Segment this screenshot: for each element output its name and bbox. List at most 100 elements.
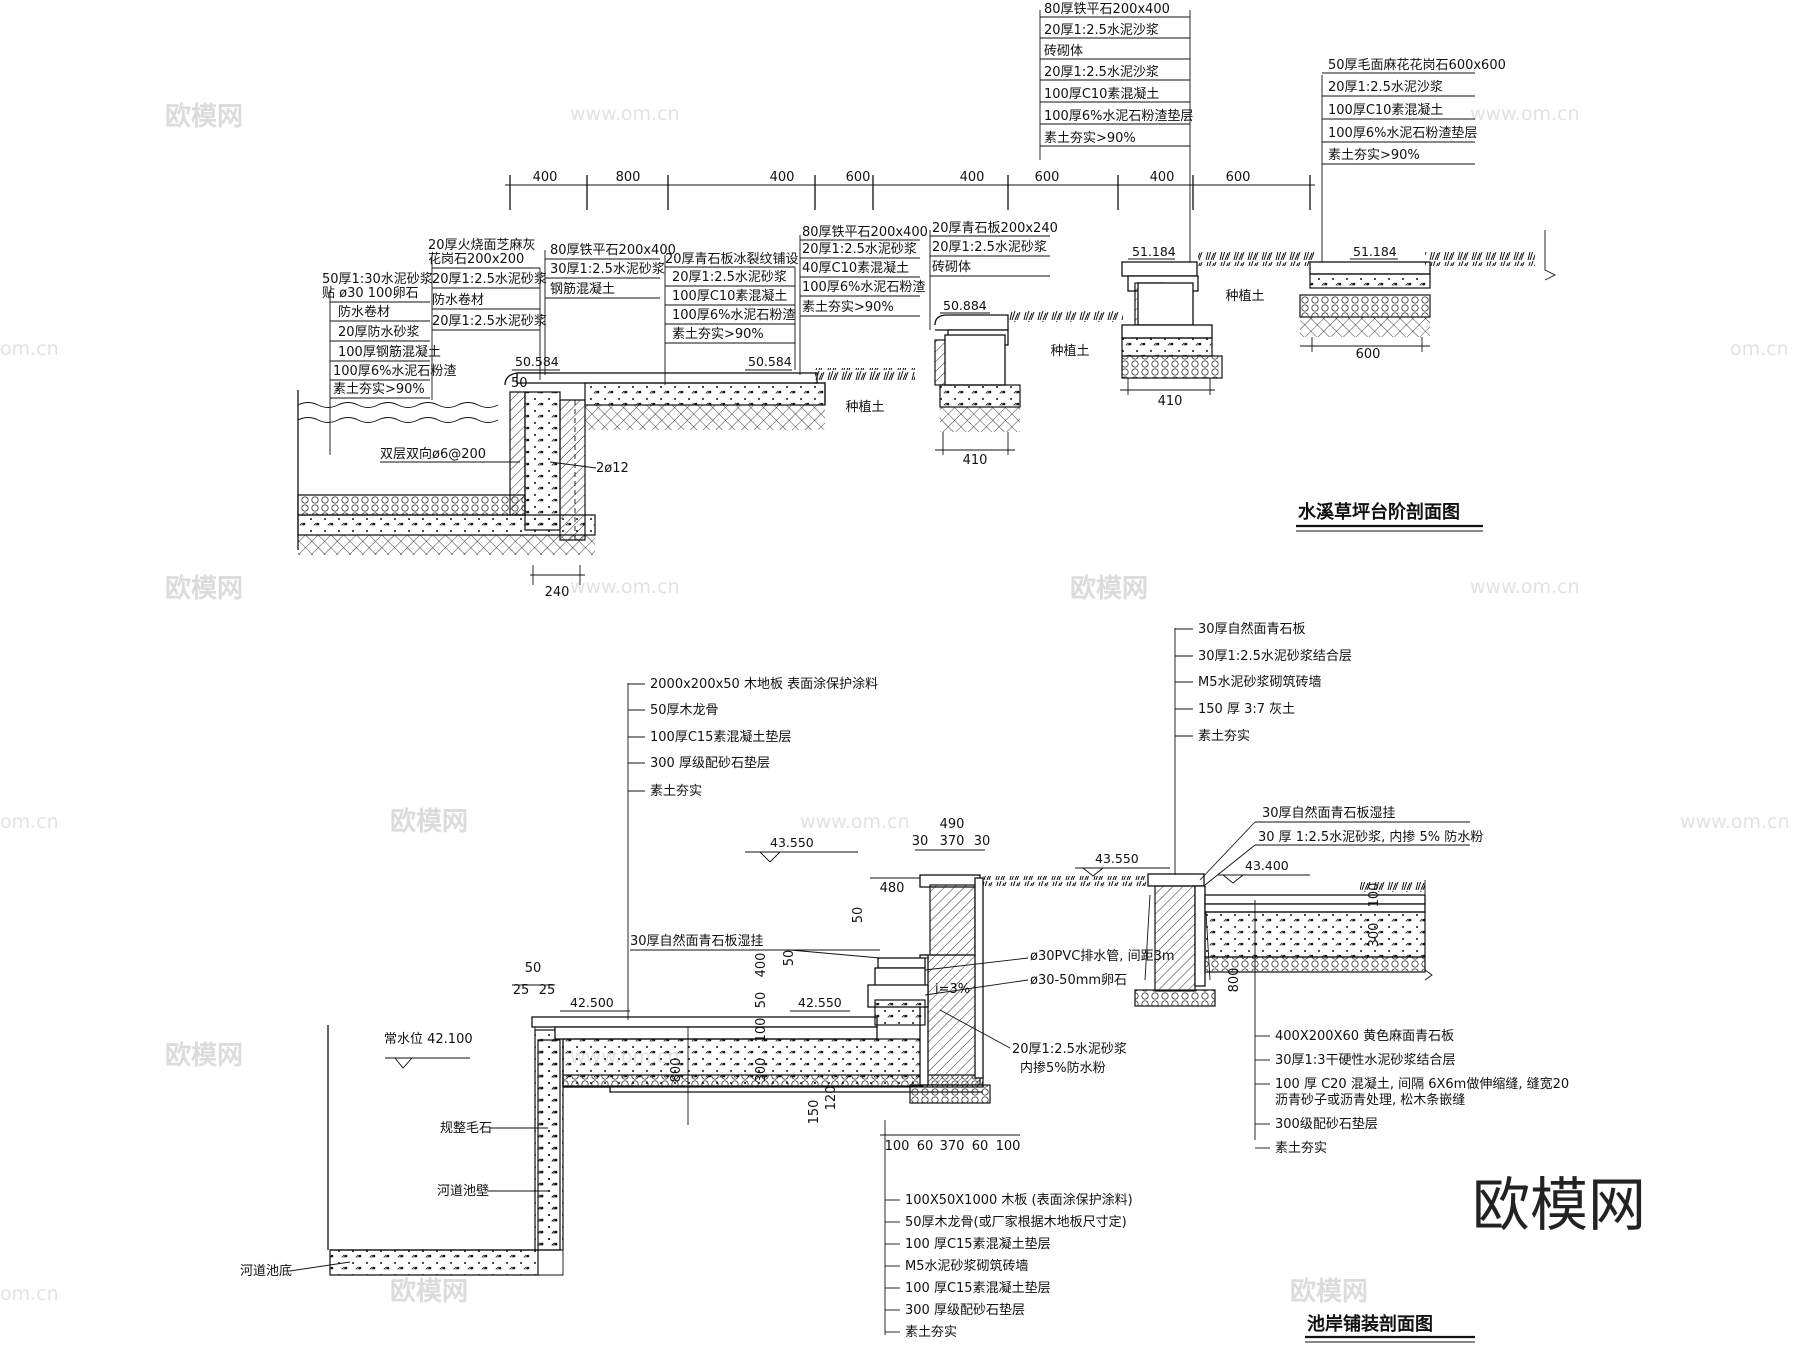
dim-label: 60 — [972, 1139, 989, 1154]
material-label: 沥青砂子或沥青处理, 松木条嵌缝 — [1275, 1092, 1465, 1108]
watermark-cn: 欧模网 — [165, 573, 243, 604]
soil-label: 种植土 — [1050, 344, 1089, 359]
leader-block-l8: 50厚毛面麻花花岗石600x600 20厚1:2.5水泥沙浆 100厚C10素混… — [1321, 57, 1506, 262]
dim-label: 400 — [960, 170, 985, 185]
material-label: 素土夯实>90% — [333, 382, 425, 397]
elevation-markers: 43.550 43.550 43.400 42.500 42.550 — [560, 835, 1310, 1012]
material-label: ø30-50mm卵石 — [1030, 973, 1127, 988]
leader-block-wall: 30厚自然面青石板 30厚1:2.5水泥砂浆结合层 M5水泥砂浆砌筑砖墙 150… — [1174, 621, 1352, 875]
material-label: 100厚6%水泥石粉渣 — [802, 280, 925, 295]
soil-label: 种植土 — [845, 400, 884, 415]
step-platform-1 — [516, 372, 826, 430]
material-label: 素土夯实 — [905, 1325, 957, 1340]
step-block-2: 410 — [934, 314, 1021, 468]
watermark-url: om.cn — [1730, 338, 1789, 360]
material-label: 50厚1:30水泥砂浆 — [322, 272, 433, 287]
material-label: 20厚1:2.5水泥沙浆 — [1044, 65, 1159, 80]
watermark-cn: 欧模网 — [390, 1276, 468, 1307]
dim-label: 50 — [525, 961, 542, 976]
watermark-url: www.om.cn — [1470, 576, 1580, 598]
material-label: 30 厚 1:2.5水泥砂浆, 内掺 5% 防水粉 — [1258, 829, 1483, 845]
pond-section — [297, 372, 596, 555]
dim-label: 100 — [1367, 883, 1382, 908]
watermark-cn: 欧模网 — [390, 806, 468, 837]
dim-label: 50 — [511, 376, 528, 391]
dim-label: 25 — [513, 983, 530, 998]
dim-label: 100 — [885, 1139, 910, 1154]
leader-block-deck: 2000x200x50 木地板 表面涂保护涂料 50厚木龙骨 100厚C15素混… — [627, 676, 878, 1020]
dim-label: 25 — [539, 983, 556, 998]
material-label: 100X50X1000 木板 (表面涂保护涂料) — [905, 1192, 1133, 1208]
elevation-markers: 50.584 50.584 50.884 51.184 51.184 — [512, 244, 1398, 371]
material-label: 20厚火烧面芝麻灰 — [428, 237, 536, 253]
dim-label: 410 — [1158, 394, 1183, 409]
right-paving — [1204, 880, 1433, 981]
granite-paving-end: 600 — [1299, 261, 1431, 362]
material-label: 素土夯实>90% — [1044, 131, 1136, 146]
elevation-label: 50.584 — [515, 354, 559, 369]
material-label: 150 厚 3:7 灰土 — [1198, 702, 1295, 717]
material-label: 300 厚级配砂石垫层 — [650, 755, 770, 771]
watermark-cn: 欧模网 — [1290, 1276, 1368, 1307]
material-label: 内掺5%防水粉 — [1020, 1060, 1106, 1076]
dim-label: 800 — [616, 170, 641, 185]
material-label: 素土夯实 — [1275, 1141, 1327, 1156]
material-label: 300级配砂石垫层 — [1275, 1116, 1378, 1132]
elevation-label: 42.500 — [570, 995, 614, 1010]
dim-label: 800 — [1227, 968, 1242, 993]
break-line — [1544, 230, 1557, 281]
dim-label: 100 — [996, 1139, 1021, 1154]
material-label: 50厚木龙骨 — [650, 703, 719, 718]
dim-label: 400 — [770, 170, 795, 185]
dim-label: 600 — [1226, 170, 1251, 185]
watermark-url: om.cn — [0, 811, 59, 833]
watermark-layer: 欧模网 欧模网 欧模网 欧模网 欧模网 欧模网 欧模网 www.om.cn ww… — [0, 101, 1790, 1307]
dim-label: 300 — [754, 1058, 769, 1083]
river-wall — [327, 1020, 564, 1276]
material-label: 100厚钢筋混凝土 — [338, 344, 441, 360]
elevation-label: 43.400 — [1245, 858, 1289, 873]
material-label: 50厚木龙骨(或厂家根据木地板尺寸定) — [905, 1214, 1127, 1230]
central-brick-wall — [867, 874, 991, 1104]
grass-strip — [1425, 252, 1535, 266]
top-dimension-chain: 400 800 400 600 400 600 400 600 — [505, 170, 1315, 210]
material-label: ø30PVC排水管, 间距3m — [1030, 949, 1175, 964]
dim-label: 400 — [1150, 170, 1175, 185]
grass-strip — [1198, 252, 1316, 266]
dim-label: 60 — [917, 1139, 934, 1154]
material-label: 100 厚C15素混凝土垫层 — [905, 1280, 1051, 1296]
material-label: 20厚1:2.5水泥沙浆 — [1044, 23, 1159, 38]
material-label: 100厚C15素混凝土垫层 — [650, 729, 791, 745]
material-label: 素土夯实 — [1198, 729, 1250, 744]
material-label: 20厚1:2.5水泥沙浆 — [1328, 80, 1443, 95]
brand-logo-text: 欧模网 — [1472, 1171, 1646, 1239]
watermark-cn: 欧模网 — [165, 101, 243, 132]
leader-block-l4: 20厚青石板冰裂纹铺设 20厚1:2.5水泥砂浆 100厚C10素混凝土 100… — [664, 252, 799, 385]
material-label: 2000x200x50 木地板 表面涂保护涂料 — [650, 676, 878, 692]
watermark-url: www.om.cn — [800, 811, 910, 833]
watermark-url: www.om.cn — [570, 103, 680, 125]
elevation-label: 43.550 — [1095, 851, 1139, 866]
dim-label: 300 — [1367, 923, 1382, 948]
dim-label: 50 — [782, 950, 797, 967]
elevation-label: 43.550 — [770, 835, 814, 850]
dim-label: 600 — [1035, 170, 1060, 185]
dim-label: 480 — [880, 881, 905, 896]
dim-label: 370 — [940, 834, 965, 849]
material-label: M5水泥砂浆砌筑砖墙 — [1198, 674, 1322, 690]
material-label: 30厚自然面青石板湿挂 — [1262, 805, 1396, 821]
material-label: 20厚防水砂浆 — [338, 324, 420, 340]
material-label: 20厚青石板冰裂纹铺设 — [665, 252, 799, 267]
material-label: 防水卷材 — [432, 292, 484, 308]
dim-label: 490 — [940, 817, 965, 832]
material-label: 20厚1:2.5水泥砂浆 — [432, 314, 547, 329]
elevation-label: 50.884 — [943, 298, 987, 313]
grass-strip — [815, 368, 915, 380]
grass-strip — [983, 876, 1148, 886]
water-level-label: 常水位 42.100 — [384, 1032, 473, 1047]
leader-block-l3: 80厚铁平石200x400 30厚1:2.5水泥砂浆 钢筋混凝土 — [544, 243, 676, 375]
material-label: 30厚自然面青石板 — [1198, 621, 1306, 637]
dimensions: 490 30 370 30 480 50 50 50 25 25 300 100… — [512, 817, 1382, 1154]
material-label: 100厚C10素混凝土 — [1328, 102, 1443, 118]
material-label: 河道池底 — [240, 1263, 292, 1279]
